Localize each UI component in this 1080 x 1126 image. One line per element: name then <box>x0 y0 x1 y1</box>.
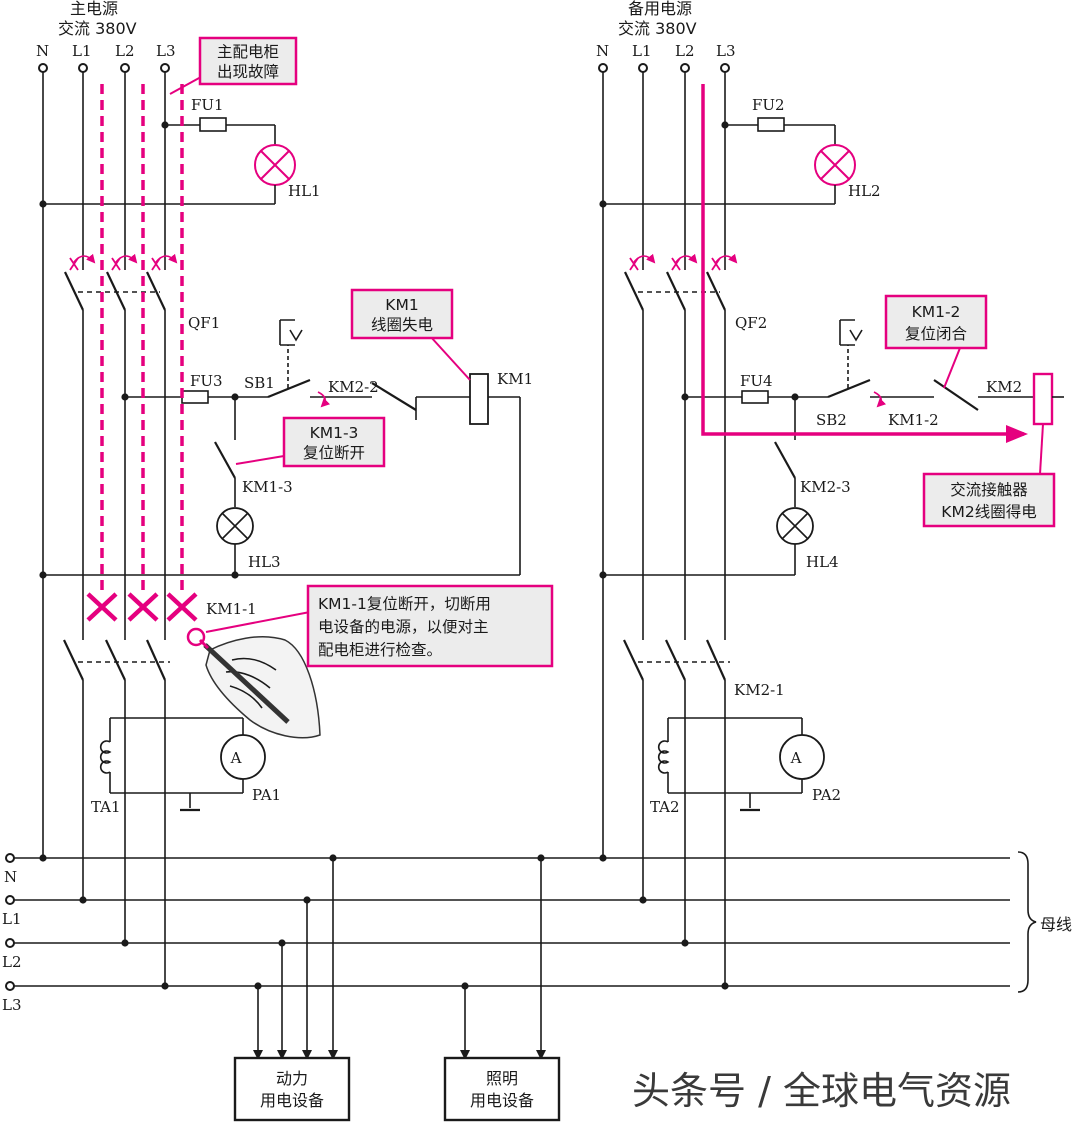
label-km1-3: KM1-3 <box>242 478 293 496</box>
label-km1-2: KM1-2 <box>888 411 939 429</box>
bus-bars: N L1 L2 L3 母线 <box>2 851 1072 1060</box>
label-km1: KM1 <box>497 370 533 388</box>
label-fu4: FU4 <box>740 372 773 390</box>
main-terminal-n: N <box>36 42 49 60</box>
callout-km1-coil-off-line1: KM1 <box>385 296 418 314</box>
backup-wiring <box>599 72 1064 990</box>
callout-km1-1-open-line2: 电设备的电源，以便对主 <box>318 618 489 636</box>
label-ta2: TA2 <box>650 798 680 816</box>
label-km1-1: KM1-1 <box>206 600 257 618</box>
backup-terminal-n: N <box>596 42 609 60</box>
callout-km1-3-open-line2: 复位断开 <box>303 444 365 462</box>
bus-label-l1: L1 <box>2 910 22 928</box>
label-km2-2: KM2-2 <box>328 378 379 396</box>
callout-km1-1-open: KM1-1复位断开，切断用 电设备的电源，以便对主 配电柜进行检查。 <box>205 584 554 668</box>
label-sb2: SB2 <box>816 411 847 429</box>
callout-km2-coil-on-line1: 交流接触器 <box>950 481 1028 499</box>
label-km2-3: KM2-3 <box>800 478 851 496</box>
bus-label-l3: L3 <box>2 996 22 1014</box>
label-pa2: PA2 <box>812 786 841 804</box>
label-ta1: TA1 <box>91 798 121 816</box>
label-qf2: QF2 <box>735 314 767 332</box>
bus-label: 母线 <box>1040 915 1072 934</box>
label-sb1: SB1 <box>244 374 275 392</box>
callout-km1-2-close-line1: KM1-2 <box>912 303 961 321</box>
label-hl2: HL2 <box>848 182 881 200</box>
label-fu1: FU1 <box>191 96 224 114</box>
main-labels: FU1 HL1 QF1 FU3 SB1 KM2-2 KM1 KM1-3 HL3 … <box>91 96 533 816</box>
callout-km1-3-open: KM1-3 复位断开 <box>235 416 386 468</box>
backup-source-title: 备用电源 <box>628 0 692 18</box>
lighting-load-line2: 用电设备 <box>470 1091 534 1110</box>
backup-source-spec: 交流 380V <box>618 19 697 38</box>
label-pa1: PA1 <box>252 786 281 804</box>
power-load-line2: 用电设备 <box>260 1091 324 1110</box>
backup-source-header: 备用电源 交流 380V N L1 L2 L3 <box>596 0 736 60</box>
main-terminal-l3: L3 <box>156 42 176 60</box>
label-hl4: HL4 <box>806 553 839 571</box>
lighting-load-box: 照明 用电设备 <box>443 1056 561 1122</box>
label-fu3: FU3 <box>190 372 223 390</box>
backup-terminal-l3: L3 <box>716 42 736 60</box>
callout-km2-coil-on: 交流接触器 KM2线圈得电 <box>922 423 1056 528</box>
bus-label-l2: L2 <box>2 953 22 971</box>
power-load-line1: 动力 <box>276 1069 308 1088</box>
main-terminal-l2: L2 <box>115 42 135 60</box>
current-flow-arrow <box>701 84 1028 443</box>
callout-km1-3-open-line1: KM1-3 <box>310 424 359 442</box>
fault-highlight <box>86 84 206 647</box>
ammeter-label-2: A <box>790 749 802 767</box>
label-hl1: HL1 <box>288 182 321 200</box>
label-qf1: QF1 <box>188 314 220 332</box>
callout-main-fault-line1: 主配电柜 <box>217 43 279 61</box>
main-wiring <box>39 72 521 990</box>
main-terminals <box>38 63 170 73</box>
main-source-title: 主电源 <box>70 0 118 18</box>
lighting-load-line1: 照明 <box>486 1069 518 1088</box>
callout-km1-1-open-line3: 配电柜进行检查。 <box>318 641 442 659</box>
label-km2: KM2 <box>986 378 1022 396</box>
backup-terminals <box>598 63 730 73</box>
main-source-spec: 交流 380V <box>58 19 137 38</box>
callout-main-fault: 主配电柜 出现故障 <box>169 36 298 95</box>
main-terminal-l1: L1 <box>72 42 92 60</box>
backup-labels: FU2 HL2 QF2 FU4 SB2 KM1-2 KM2 KM2-3 HL4 … <box>650 96 1022 816</box>
callout-km1-2-close: KM1-2 复位闭合 <box>884 294 988 389</box>
main-source-header: 主电源 交流 380V N L1 L2 L3 <box>36 0 176 60</box>
backup-terminal-l2: L2 <box>675 42 695 60</box>
power-load-box: 动力 用电设备 <box>233 1056 351 1122</box>
label-km2-1: KM2-1 <box>734 681 785 699</box>
label-fu2: FU2 <box>752 96 785 114</box>
label-hl3: HL3 <box>248 553 281 571</box>
callout-km2-coil-on-line2: KM2线圈得电 <box>941 503 1036 521</box>
callout-km1-1-open-line1: KM1-1复位断开，切断用 <box>318 595 491 613</box>
callout-main-fault-line2: 出现故障 <box>217 63 279 81</box>
bus-label-n: N <box>4 868 17 886</box>
hand-pencil-illustration <box>198 636 321 739</box>
callout-km1-coil-off-line2: 线圈失电 <box>371 316 433 334</box>
ammeter-label-1: A <box>230 749 242 767</box>
backup-terminal-l1: L1 <box>632 42 652 60</box>
watermark-text: 头条号 / 全球电气资源 <box>632 1069 1011 1113</box>
callout-km1-coil-off: KM1 线圈失电 <box>350 288 471 381</box>
callout-km1-2-close-line2: 复位闭合 <box>905 325 968 343</box>
